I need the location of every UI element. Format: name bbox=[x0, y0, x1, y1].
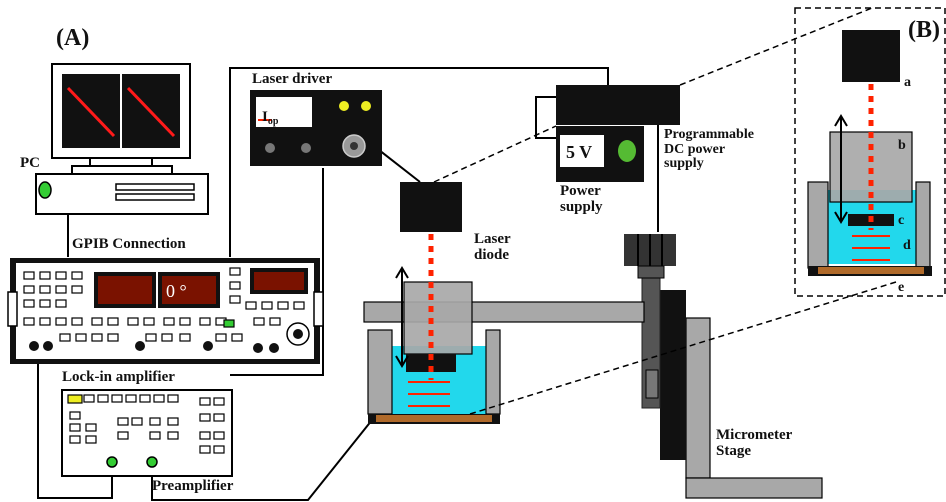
cable-gpib-to-dc-supply bbox=[229, 67, 609, 257]
inset-letter-b: b bbox=[898, 138, 906, 153]
laser-diode-label: Laser diode bbox=[474, 231, 511, 263]
lockin-input-b bbox=[146, 456, 158, 468]
five-volt-readout: 5 V bbox=[566, 142, 592, 162]
phase-readout: 0 ° bbox=[166, 281, 187, 301]
lockin-indicator bbox=[67, 394, 83, 404]
panel-label-b: (B) bbox=[906, 17, 942, 44]
gpib-label: GPIB Connection bbox=[72, 236, 186, 252]
lockin-input-a bbox=[106, 456, 118, 468]
micrometer-stage-label: Micrometer Stage bbox=[716, 427, 793, 459]
power-supply bbox=[556, 126, 644, 182]
inset-base-plate bbox=[818, 267, 924, 274]
inset-letter-d: d bbox=[903, 238, 911, 253]
preamplifier-label: Preamplifier bbox=[152, 478, 234, 494]
programmable-dc-supply-body bbox=[556, 85, 680, 125]
panel-label-a: (A) bbox=[56, 25, 90, 51]
inset-laser bbox=[842, 30, 900, 82]
zoom-guides bbox=[433, 7, 946, 415]
programmable-dc-label: Programmable DC power supply bbox=[664, 127, 754, 172]
display-left bbox=[98, 276, 152, 304]
inset-b bbox=[807, 30, 932, 276]
pc-power-led bbox=[38, 181, 52, 199]
cable-gpib-to-preamp bbox=[37, 360, 113, 499]
gpib-instrument bbox=[7, 258, 324, 364]
power-supply-label: Power supply bbox=[560, 183, 603, 215]
inset-letter-e: e bbox=[898, 280, 904, 295]
laser-driver bbox=[250, 90, 382, 166]
screen-trace-right bbox=[126, 86, 176, 138]
inset-letter-c: c bbox=[898, 213, 904, 228]
cable-dc-to-power-supply bbox=[535, 96, 556, 139]
inset-letter-a: a bbox=[904, 75, 911, 90]
sample-cell bbox=[367, 266, 501, 424]
pc-label: PC bbox=[20, 155, 40, 171]
power-supply-led bbox=[618, 140, 636, 162]
display-right bbox=[254, 272, 304, 290]
cell-base-plate bbox=[376, 415, 492, 422]
pc bbox=[35, 63, 209, 215]
laser-diode-body bbox=[400, 182, 462, 232]
screen-trace-left bbox=[66, 86, 116, 138]
lockin-amplifier bbox=[61, 389, 233, 477]
laser-driver-label: Laser driver bbox=[252, 71, 333, 87]
cable-preamp-to-cell bbox=[151, 419, 373, 501]
laser-driver-display bbox=[256, 97, 312, 127]
cable-driver-to-lockin bbox=[230, 168, 324, 376]
iop-label: Iop bbox=[262, 109, 279, 127]
sample-holder bbox=[403, 281, 473, 355]
micrometer-stage bbox=[624, 234, 823, 499]
lockin-label: Lock-in amplifier bbox=[62, 369, 175, 385]
sample-tip bbox=[406, 354, 456, 372]
display-phase bbox=[162, 276, 216, 304]
